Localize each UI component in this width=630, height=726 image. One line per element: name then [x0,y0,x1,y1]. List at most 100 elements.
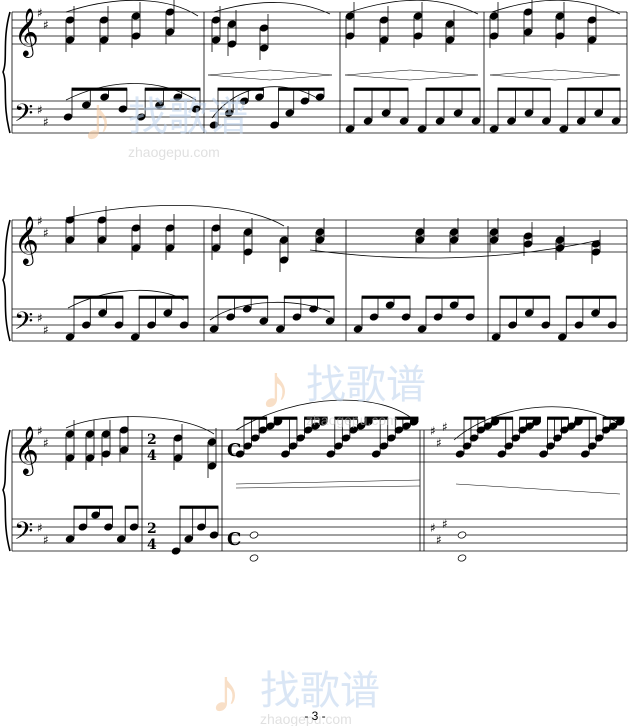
note-beam [73,295,124,299]
note-head [300,97,310,105]
note-beam [425,87,481,91]
note-head [65,16,75,24]
note-head [97,216,107,224]
note-head [315,236,325,244]
note-head [97,236,107,244]
note-head [524,309,534,317]
note-head [445,20,455,28]
page-number: - 3 - [304,709,326,723]
note-head [457,531,467,539]
note-head [523,28,533,36]
svg-text:zhaogepu.com: zhaogepu.com [306,412,398,428]
note-head [65,36,75,44]
note-head [65,430,75,438]
note-beam [283,295,335,299]
note-head [85,430,95,438]
note-head [279,236,289,244]
note-head [207,462,217,470]
note-head [165,224,175,232]
note-head [285,109,295,117]
note-head [292,313,302,321]
svg-text:♯: ♯ [442,420,448,434]
system-1 [2,0,628,134]
note-head [81,321,91,329]
note-head [98,309,107,317]
note-head [345,32,355,40]
note-head [497,450,507,458]
note-head [326,450,336,458]
svg-text:找歌谱: 找歌谱 [306,363,426,407]
note-beam [273,416,298,420]
note-head [591,309,600,317]
note-head [541,117,551,125]
note-beam [547,416,569,420]
note-beam [565,295,617,299]
note-beam [138,295,189,299]
note-head [587,36,597,44]
note-head [523,240,533,248]
note-head [415,236,425,244]
note-head [555,236,565,244]
note-head [259,317,269,325]
note-head [555,12,565,20]
svg-text:♯: ♯ [37,214,43,228]
note-head [555,32,565,40]
note-head [607,321,617,329]
note-head [523,8,533,16]
note-beam [179,505,219,509]
note-head [471,117,481,125]
note-head [227,40,237,48]
note-beam [425,295,475,299]
note-head [449,301,459,309]
note-head [65,535,75,543]
note-head [165,8,175,16]
note-beam [499,295,551,299]
note-head [63,113,73,121]
note-head [118,105,128,113]
note-beam [463,416,486,420]
note-head [489,12,499,20]
note-head [385,301,395,309]
svg-text:2: 2 [147,432,157,448]
note-beam [394,416,419,420]
note-beam [278,87,325,91]
note-head [576,117,586,125]
note-head [489,125,499,133]
note-beam [73,505,113,509]
note-head [131,224,141,232]
svg-text:4: 4 [147,537,157,553]
note-head [173,434,183,442]
note-head [197,523,206,531]
note-head [580,450,590,458]
note-head [114,321,124,329]
note-head [541,321,551,329]
note-head [131,244,141,252]
svg-text:♯: ♯ [43,436,49,450]
note-head [101,430,111,438]
note-head [433,313,443,321]
note-beam [71,87,128,91]
svg-text:C: C [227,529,241,550]
note-head [453,109,463,117]
note-head [65,236,75,244]
svg-text:zhaogepu.com: zhaogepu.com [260,711,352,726]
note-head [85,454,95,462]
note-head [171,547,181,555]
note-head [557,333,567,341]
note-head [227,20,237,28]
note-head [315,93,325,101]
note-head [116,535,126,543]
note-head [401,313,411,321]
note-head [184,535,193,543]
note-head [345,12,355,20]
svg-text:♪: ♪ [210,657,241,726]
note-head [449,236,459,244]
svg-text:𝄞: 𝄞 [14,7,39,58]
note-head [173,454,183,462]
note-beam [243,416,268,420]
note-head [209,325,219,333]
system-2 [2,204,628,342]
note-head [101,450,111,458]
note-head [539,450,548,458]
